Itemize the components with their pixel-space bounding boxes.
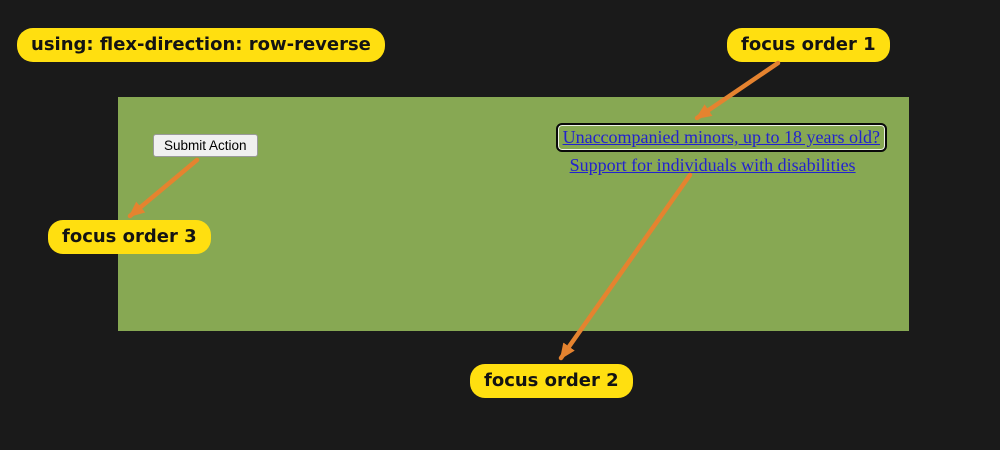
focus-order-3-label: focus order 3 bbox=[48, 220, 211, 254]
link-disability-support[interactable]: Support for individuals with disabilitie… bbox=[569, 155, 856, 175]
links-group: Unaccompanied minors, up to 18 years old… bbox=[555, 123, 887, 176]
focus-order-1-label: focus order 1 bbox=[727, 28, 890, 62]
technique-label: using: flex-direction: row-reverse bbox=[17, 28, 385, 62]
flex-row-reverse-container: Unaccompanied minors, up to 18 years old… bbox=[118, 97, 909, 331]
focus-order-2-label: focus order 2 bbox=[470, 364, 633, 398]
submit-action-button[interactable]: Submit Action bbox=[153, 134, 258, 157]
link-unaccompanied-minors[interactable]: Unaccompanied minors, up to 18 years old… bbox=[555, 123, 887, 152]
